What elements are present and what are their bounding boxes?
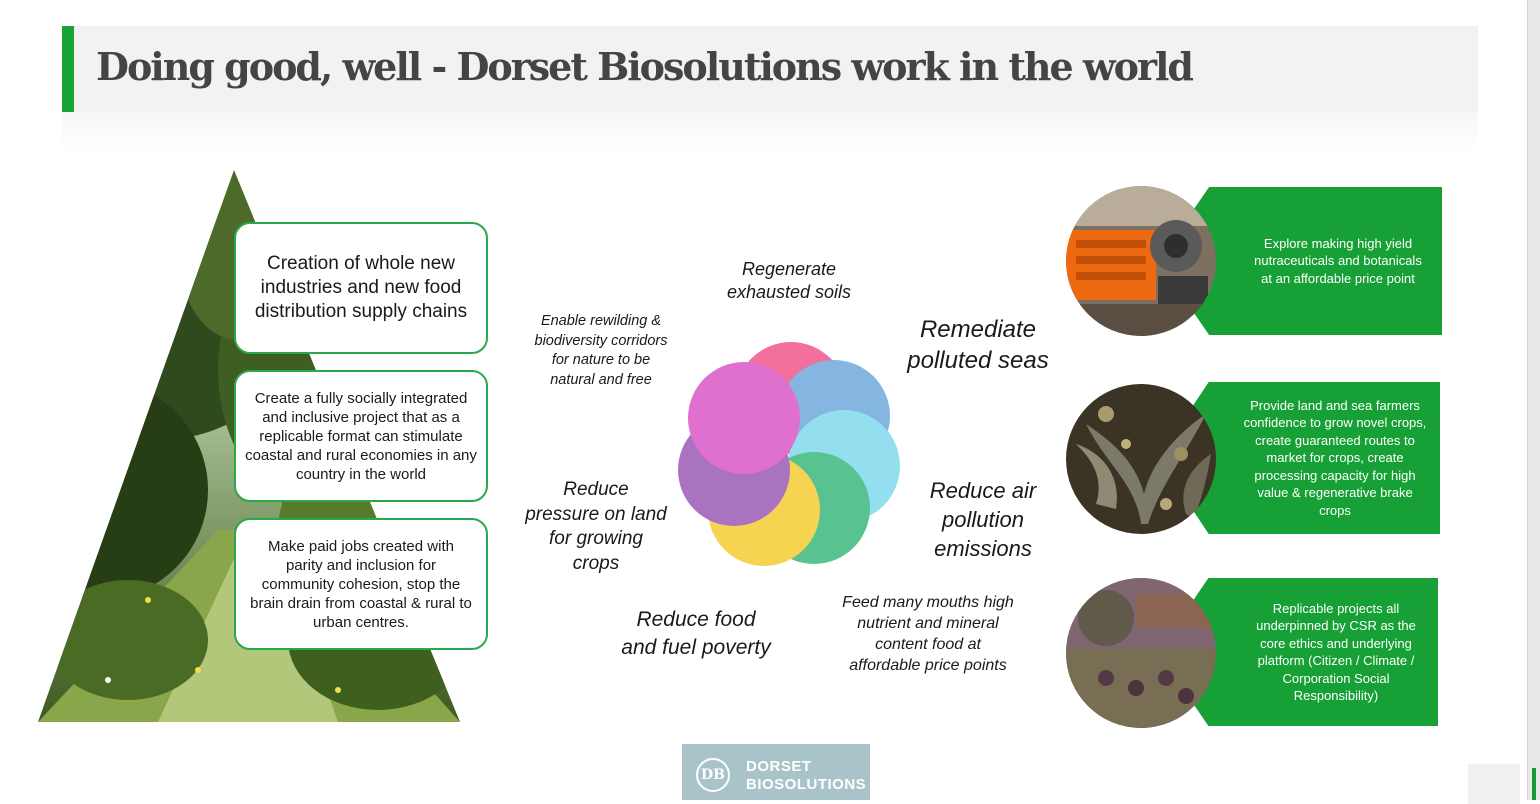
card-inclusive-project: Create a fully socially integrated and i… [234, 370, 488, 502]
scrollbar-thumb[interactable] [1532, 768, 1536, 800]
goal-remediate-seas: Remediate polluted seas [907, 316, 1049, 374]
card-paid-jobs: Make paid jobs created with parity and i… [234, 518, 488, 650]
panel-text: Replicable projects all underpinned by C… [1256, 600, 1416, 704]
panel-text: Explore making high yield nutraceuticals… [1254, 235, 1422, 286]
corner-panel [1468, 764, 1520, 804]
goal-reduce-air-pollution: Reduce air pollution emissions [929, 478, 1037, 561]
goal-reduce-food-poverty: Reduce food and fuel poverty [621, 608, 771, 659]
goal-regenerate-soils: Regenerate exhausted soils [726, 259, 852, 302]
title-bar: Doing good, well - Dorset Biosolutions w… [62, 26, 1478, 112]
goal-reduce-land-pressure: Reduce pressure on land for growing crop… [525, 479, 667, 574]
machinery-photo [1066, 186, 1216, 336]
scrollbar[interactable] [1527, 0, 1540, 800]
seaweed-photo [1066, 384, 1216, 534]
logo-text-line1: DORSET [746, 758, 812, 775]
panel-nutraceuticals: Explore making high yield nutraceuticals… [1158, 187, 1442, 335]
title-shadow [62, 112, 1478, 152]
card-new-industries: Creation of whole new industries and new… [234, 222, 488, 354]
logo-mark: DB [696, 758, 730, 792]
panel-text: Provide land and sea farmers confidence … [1243, 397, 1427, 518]
slide-title: Doing good, well - Dorset Biosolutions w… [96, 44, 1194, 89]
logo-text-line2: BIOSOLUTIONS [746, 776, 867, 793]
dorset-biosolutions-logo: DB DORSET BIOSOLUTIONS [682, 744, 870, 800]
community-photo [1066, 578, 1216, 728]
goal-rewilding: Enable rewilding & biodiversity corridor… [534, 313, 668, 388]
overlapping-circles-graphic [678, 342, 900, 566]
goal-feed-many-mouths: Feed many mouths high nutrient and miner… [842, 594, 1014, 674]
